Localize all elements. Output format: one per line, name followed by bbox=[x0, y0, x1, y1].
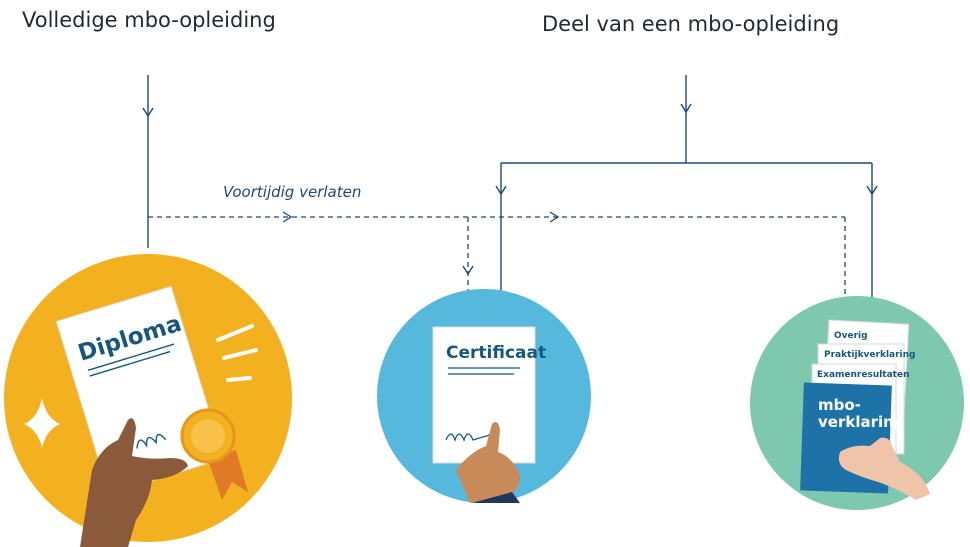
early-leaving-arrows bbox=[282, 211, 560, 276]
signature-icon bbox=[445, 433, 494, 443]
certificaat-label: Certificaat bbox=[446, 343, 546, 363]
signature-icon bbox=[136, 433, 167, 449]
verklaring-illustration: Overig Praktijkverklaring Examenresultat… bbox=[750, 296, 964, 510]
early-leaving-label: Voortijdig verlaten bbox=[223, 183, 362, 201]
certificaat-illustration: Certificaat bbox=[377, 289, 591, 503]
seal-icon bbox=[180, 408, 248, 500]
verklaring-title-line2: verklaring bbox=[818, 413, 905, 431]
hand-icon bbox=[80, 418, 188, 547]
sparkle-icon bbox=[24, 398, 60, 448]
connector-lines bbox=[142, 75, 878, 303]
tab-examenresultaten: Examenresultaten bbox=[817, 370, 910, 380]
diploma-illustration: Diploma bbox=[4, 254, 292, 547]
sleeve-icon bbox=[472, 492, 520, 503]
arrow-head-part bbox=[680, 103, 692, 114]
heading-part-program: Deel van een mbo-opleiding bbox=[542, 12, 840, 36]
certificaat-paper bbox=[432, 326, 536, 464]
tab-praktijkverklaring: Praktijkverklaring bbox=[824, 350, 915, 360]
hand-icon bbox=[838, 437, 930, 500]
tab-overig: Overig bbox=[834, 331, 868, 341]
arrow-head-certificaat bbox=[495, 185, 507, 196]
verklaring-title-line1: mbo- bbox=[818, 396, 861, 414]
heading-full-program: Volledige mbo-opleiding bbox=[22, 8, 276, 32]
early-leaving-path bbox=[148, 216, 846, 300]
arrow-head-full bbox=[142, 107, 154, 118]
shine-icon bbox=[216, 324, 258, 382]
arrow-head-verklaring bbox=[866, 185, 878, 196]
hand-icon bbox=[456, 422, 520, 503]
